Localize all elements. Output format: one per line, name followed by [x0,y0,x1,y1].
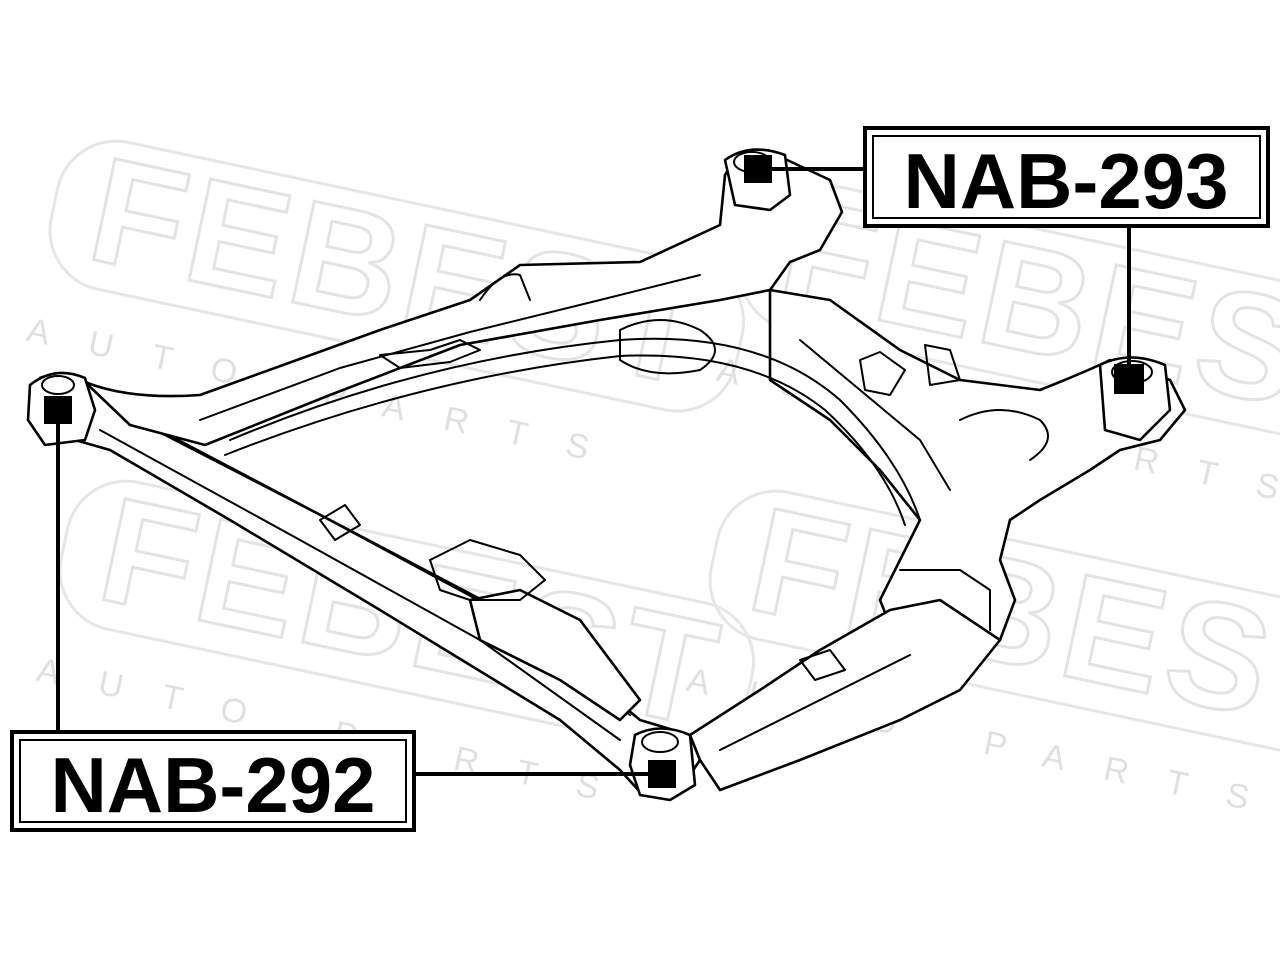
callout-label-nab-293: NAB-293 [903,137,1228,225]
right-side-rail [768,288,1187,662]
bushing-front-left [26,371,97,447]
subframe-drawing [26,148,1187,802]
bushing-rear-left [628,727,697,802]
bushing-rear-right [1098,356,1172,442]
callout-box [10,730,416,832]
callout-nab-292: NAB-292 [10,424,648,832]
inner-loop [229,337,921,521]
callout-nab-293: NAB-293 [772,126,1270,364]
callout-label-nab-292: NAB-292 [50,741,375,829]
inner-brace [468,588,642,722]
bushing-front-right [723,148,792,212]
callout-box [863,126,1270,228]
